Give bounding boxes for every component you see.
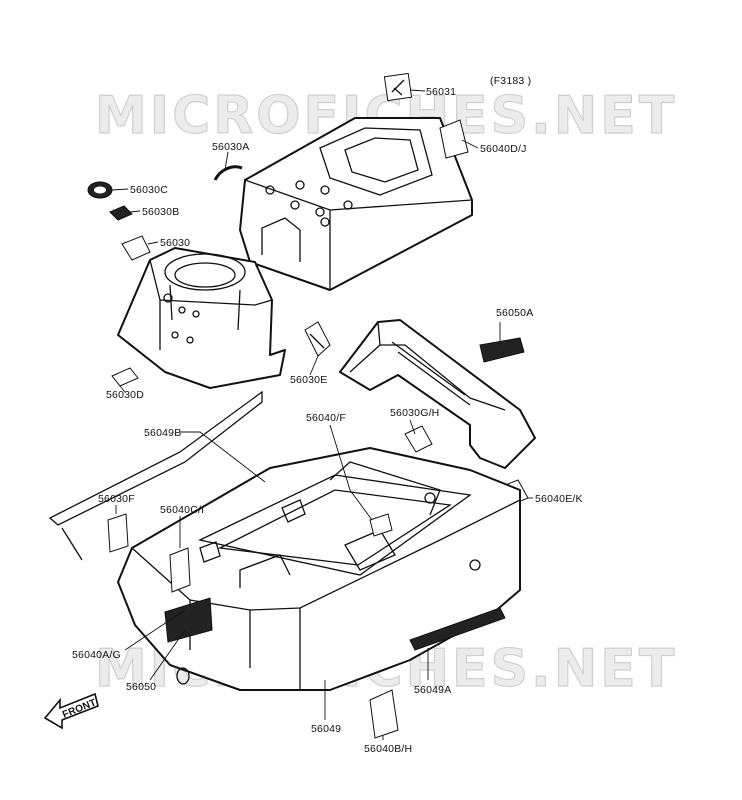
callout-56040ag: 56040A/G [72, 649, 121, 661]
upper-cover-part [239, 117, 473, 291]
decal-56030f [107, 513, 129, 553]
callout-56049a: 56049A [414, 684, 451, 696]
callout-56049b: 56049B [144, 427, 181, 439]
callout-56030c: 56030C [130, 184, 168, 196]
callout-56049: 56049 [311, 723, 341, 735]
callout-56040f: 56040/F [306, 412, 346, 424]
clip-56030a [213, 165, 243, 181]
figure-code: (F3183 ) [490, 75, 531, 87]
handle-grip-part [339, 319, 536, 469]
callout-56040ek: 56040E/K [535, 493, 583, 505]
callout-56030: 56030 [160, 237, 190, 249]
decal-56030gh [404, 425, 433, 453]
callout-56050: 56050 [126, 681, 156, 693]
lower-tray-part [117, 447, 521, 691]
decal-56030d [111, 367, 139, 387]
callout-56030e: 56030E [290, 374, 327, 386]
plate-56030 [121, 235, 151, 261]
strip-56049b [48, 390, 263, 561]
decal-56040dj [439, 119, 469, 159]
callout-56030gh: 56030G/H [390, 407, 439, 419]
callout-56040ci: 56040C/I [160, 504, 204, 516]
decal-56040bh [369, 689, 399, 739]
callout-56030a: 56030A [212, 141, 249, 153]
callout-56040dj: 56040D/J [480, 143, 527, 155]
watermark-top: MICROFICHES.NET [95, 86, 677, 146]
decal-56040f [369, 513, 393, 537]
callout-56030b: 56030B [142, 206, 179, 218]
callout-56030d: 56030D [106, 389, 144, 401]
decal-56040ci [169, 547, 191, 593]
decal-56050 [164, 597, 213, 643]
callout-56031: 56031 [426, 86, 456, 98]
console-tower-part [117, 247, 286, 389]
callout-56030f: 56030F [98, 493, 135, 505]
front-arrow-icon: FRONT [43, 692, 99, 730]
callout-56040bh: 56040B/H [364, 743, 412, 755]
decal-56030e [304, 321, 331, 357]
leader-lines [111, 89, 533, 740]
decal-56031 [383, 72, 413, 102]
ring-56030c-hole [94, 186, 106, 194]
washer-56030b [109, 205, 133, 221]
callout-56050a: 56050A [496, 307, 533, 319]
